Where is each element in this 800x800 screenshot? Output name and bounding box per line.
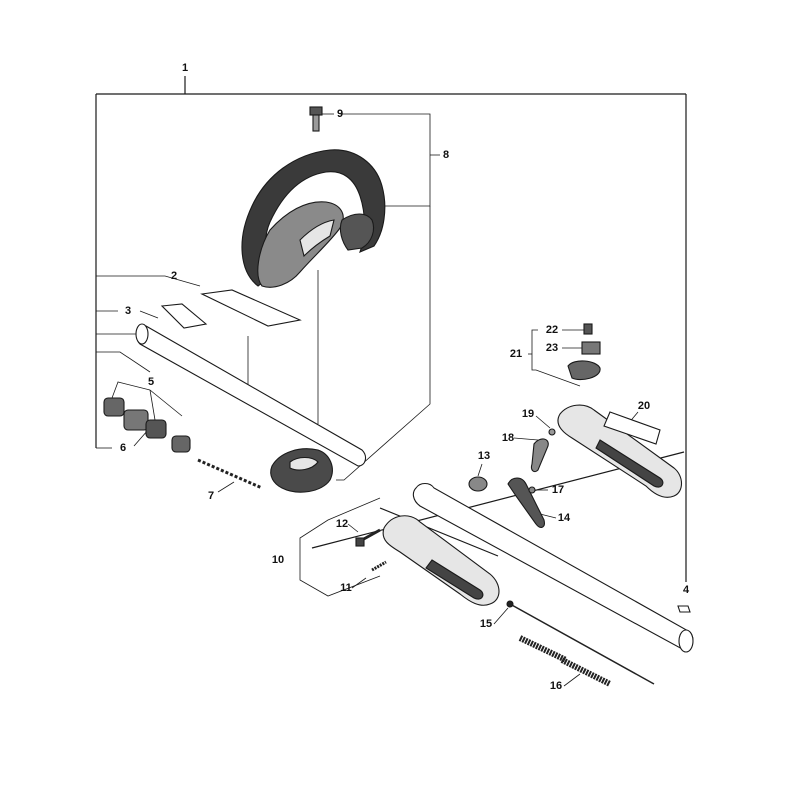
drive-tube-left bbox=[135, 323, 367, 467]
callout-7: 7 bbox=[208, 490, 214, 502]
drive-tube-right bbox=[412, 482, 694, 653]
screws-11-12 bbox=[355, 528, 387, 572]
part-4-marker bbox=[677, 605, 691, 613]
callout-numbers: 1 2 3 4 5 6 7 8 9 10 11 12 13 14 15 16 1… bbox=[120, 62, 690, 692]
clip-set-21 bbox=[567, 323, 601, 381]
small-parts-18-19 bbox=[530, 428, 556, 473]
callout-18: 18 bbox=[502, 432, 514, 444]
callout-1: 1 bbox=[182, 62, 188, 74]
callout-17: 17 bbox=[552, 484, 564, 496]
callout-21: 21 bbox=[510, 348, 522, 360]
callout-9: 9 bbox=[337, 108, 343, 120]
bushings bbox=[103, 397, 191, 453]
clip-13 bbox=[468, 476, 488, 492]
callout-10: 10 bbox=[272, 554, 284, 566]
callout-6: 6 bbox=[120, 442, 126, 454]
label-plates bbox=[160, 289, 302, 329]
screw-9 bbox=[309, 106, 323, 132]
control-handle-upper bbox=[557, 404, 683, 498]
callout-22: 22 bbox=[546, 324, 558, 336]
callout-3: 3 bbox=[125, 305, 131, 317]
callout-12: 12 bbox=[336, 518, 348, 530]
callout-16: 16 bbox=[550, 680, 562, 692]
leader-lines bbox=[95, 76, 687, 687]
springs-16 bbox=[518, 635, 612, 687]
callout-20: 20 bbox=[638, 400, 650, 412]
callout-13: 13 bbox=[478, 450, 490, 462]
throttle-trigger-14 bbox=[507, 477, 545, 529]
drive-shaft-7 bbox=[197, 458, 263, 490]
throttle-cable-15 bbox=[506, 600, 655, 685]
callout-14: 14 bbox=[558, 512, 571, 524]
callout-4: 4 bbox=[683, 584, 690, 596]
callout-23: 23 bbox=[546, 342, 558, 354]
control-handle-lower bbox=[382, 515, 500, 606]
callout-19: 19 bbox=[522, 408, 534, 420]
callout-5: 5 bbox=[148, 376, 154, 388]
callout-2: 2 bbox=[171, 270, 177, 282]
part-17 bbox=[528, 486, 536, 494]
callout-15: 15 bbox=[480, 618, 492, 630]
loop-handle bbox=[241, 149, 386, 288]
callout-8: 8 bbox=[443, 149, 449, 161]
handle-clamp bbox=[270, 448, 333, 493]
callout-11: 11 bbox=[340, 582, 352, 594]
